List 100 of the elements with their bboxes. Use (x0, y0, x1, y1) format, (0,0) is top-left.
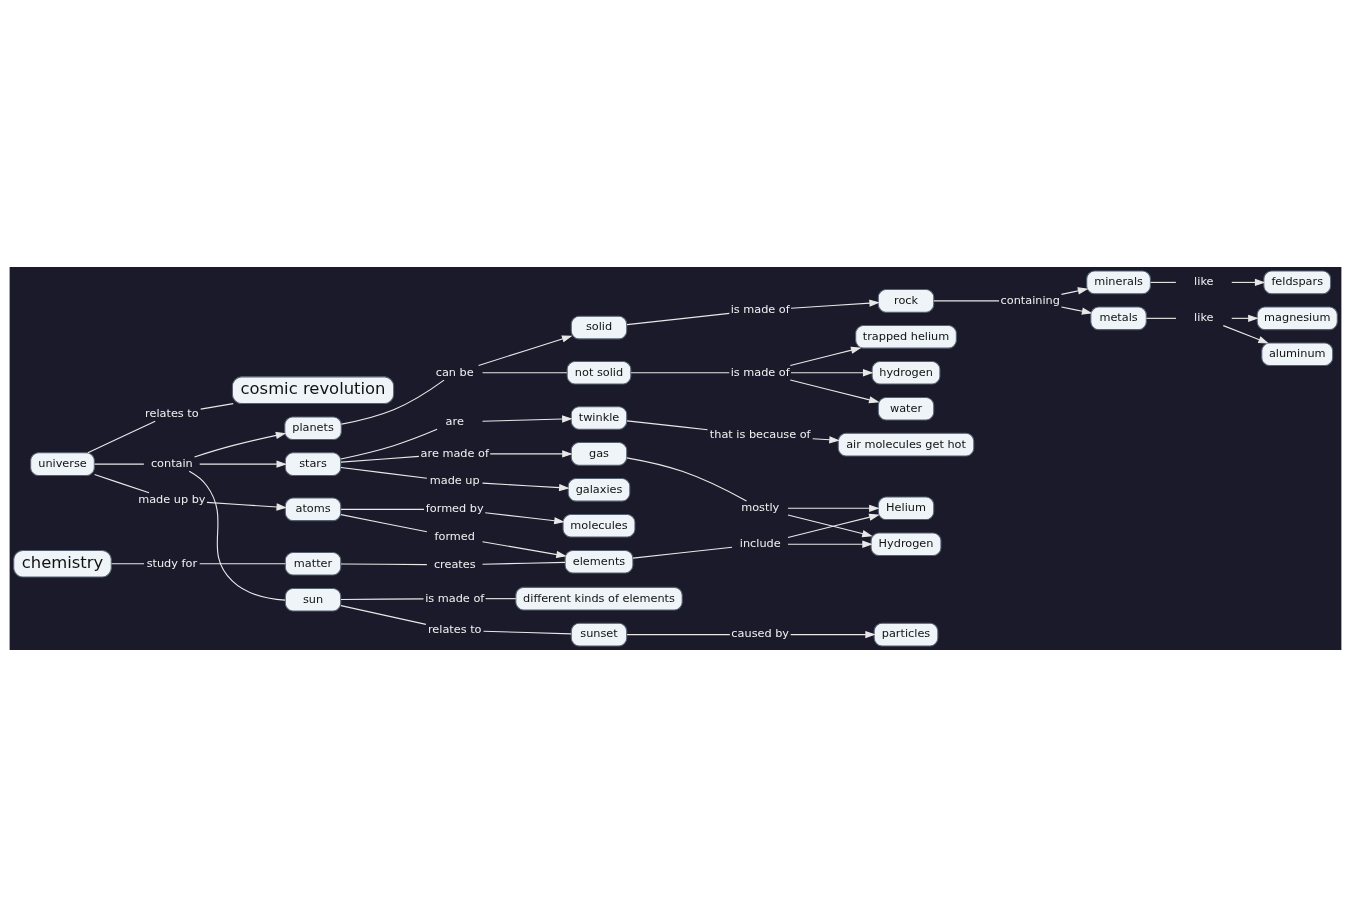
connector (1145, 317, 1177, 319)
node-box: water (877, 396, 935, 420)
connector (340, 604, 427, 625)
connector (199, 562, 286, 564)
node-box: atoms (284, 497, 342, 521)
node-box: elements (564, 549, 634, 573)
connector (110, 562, 145, 564)
node-text: study for (146, 556, 198, 570)
connector (626, 456, 748, 502)
node-box: galaxies (567, 477, 631, 502)
node-text: are (445, 414, 464, 428)
connector (340, 508, 425, 510)
arrow (789, 378, 880, 403)
node-box: molecules (562, 513, 636, 538)
node-text: relates to (145, 406, 199, 420)
node-box: feldspars (1263, 270, 1332, 294)
connector (188, 470, 286, 601)
node-box: matter (284, 551, 342, 576)
node-text: like (1194, 274, 1214, 288)
arrow (790, 299, 880, 309)
connector (630, 371, 730, 373)
node-box: sun (284, 587, 342, 611)
connector (626, 312, 730, 325)
node-text: is made of (425, 591, 485, 605)
connector (200, 402, 234, 410)
connector (481, 561, 566, 565)
node-text: made up by (138, 492, 206, 506)
connector (340, 597, 425, 600)
node-text: made up (429, 473, 480, 487)
node-box: trapped helium (855, 324, 957, 349)
arrow (789, 346, 862, 366)
arrow (812, 435, 840, 443)
node-box: Hydrogen (870, 531, 942, 556)
arrow (206, 501, 287, 511)
arrow (1231, 278, 1266, 286)
arrow (787, 504, 880, 512)
node-box: particles (873, 622, 939, 646)
connector (340, 428, 438, 459)
node-text: are made of (420, 446, 489, 460)
node-box: aluminum (1261, 341, 1334, 366)
node-text: like (1194, 310, 1214, 324)
arrow (478, 334, 573, 366)
arrow (199, 459, 287, 468)
arrow (1060, 305, 1093, 315)
connector (340, 466, 428, 479)
arrow (481, 540, 567, 558)
arrow (193, 431, 287, 457)
connector (341, 379, 445, 425)
node-box: twinkle (570, 405, 628, 430)
arrow (481, 482, 570, 491)
node-box: Helium (877, 496, 935, 520)
node-text: caused by (731, 626, 790, 640)
node-text: mostly (741, 500, 780, 514)
connector (340, 455, 420, 463)
arrow (787, 540, 873, 548)
node-box: planets (284, 415, 342, 440)
connector (933, 299, 1000, 301)
node-box: universe (30, 451, 95, 476)
node-text: formed (434, 529, 475, 543)
node-text: is made of (730, 302, 790, 316)
arrow (1060, 286, 1089, 295)
node-box: rock (877, 288, 935, 313)
node-box: not solid (566, 360, 632, 385)
connector (482, 630, 572, 634)
node-box: chemistry (13, 549, 112, 578)
node-box: sunset (570, 622, 628, 646)
node-text: containing (1000, 293, 1060, 307)
node-box: hydrogen (871, 360, 941, 385)
node-box: air molecules get hot (837, 432, 975, 456)
connector (94, 473, 150, 493)
node-box: cosmic revolution (231, 375, 395, 404)
node-box: stars (284, 451, 342, 476)
connector (340, 562, 428, 565)
node-text: include (739, 536, 781, 550)
connector (481, 371, 568, 373)
node-box: different kinds of elements (515, 586, 683, 610)
connector (632, 546, 733, 559)
connector (626, 633, 731, 635)
arrow (484, 511, 565, 524)
connector (94, 463, 145, 465)
node-text: contain (150, 456, 193, 470)
connector (626, 419, 709, 430)
connector (485, 597, 517, 599)
node-text: is made of (730, 365, 790, 379)
arrow (790, 368, 874, 376)
arrow (1222, 324, 1269, 344)
node-box: gas (570, 441, 628, 466)
node-text: formed by (425, 501, 484, 515)
node-text: that is because of (709, 427, 811, 441)
connector (1150, 281, 1177, 283)
node-box: solid (570, 315, 628, 339)
node-box: minerals (1086, 270, 1151, 294)
connector (87, 420, 156, 453)
node-box: metals (1090, 306, 1147, 330)
arrow (489, 449, 573, 458)
node-box: magnesium (1256, 306, 1338, 330)
node-text: can be (435, 365, 474, 379)
arrow (790, 630, 876, 638)
node-text: relates to (427, 622, 482, 636)
arrow (481, 414, 573, 423)
